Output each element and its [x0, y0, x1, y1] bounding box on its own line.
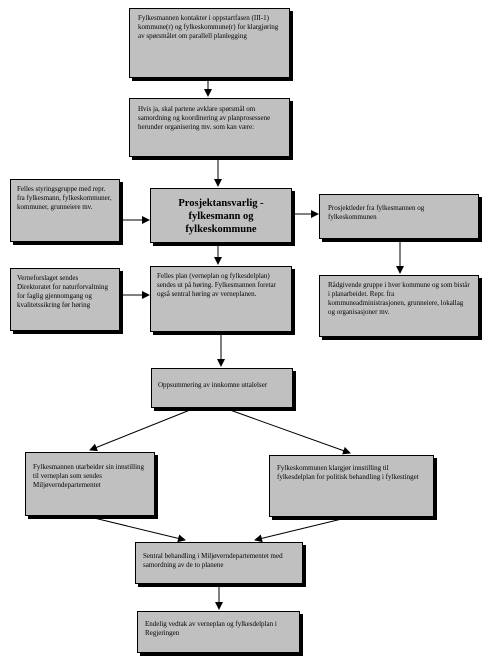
box-central: Sentral behandling i Miljøverndepartemen…: [135, 542, 303, 584]
box-projectleader-text: Prosjektleder fra fylkesmannen og fylkes…: [328, 204, 425, 221]
arrow-fm-to-central: [89, 516, 186, 543]
box-directorate: Verneforslaget sendes Direktoratet for n…: [10, 268, 120, 331]
box-final: Endelig vedtak av verneplan og fylkesdel…: [137, 611, 300, 653]
box-fm-recommend-text: Fylkesmannen utarbeider sin innstilling …: [33, 463, 145, 489]
box-responsible-text: Prosjektansvarlig - fylkesmann og fylkes…: [178, 198, 264, 235]
box-steering-text: Felles styringsgruppe med repr. fra fylk…: [17, 185, 112, 211]
box-clarify-text: Hvis ja, skal partene avklare spørsmål o…: [138, 105, 271, 131]
arrow-summary-to-fm: [89, 409, 191, 452]
box-directorate-text: Verneforslaget sendes Direktoratet for n…: [17, 274, 108, 309]
box-clarify: Hvis ja, skal partene avklare spørsmål o…: [129, 98, 290, 157]
arrow-summary-to-fk: [229, 409, 351, 455]
box-advisory: Rådgivende gruppe i hver kommune og som …: [319, 275, 479, 337]
box-projectleader: Prosjektleder fra fylkesmannen og fylkes…: [319, 194, 479, 239]
box-fk-recommend-text: Fylkeskommunen klargjør innstilling til …: [277, 464, 419, 481]
box-start-text: Fylkesmannen kontakter i oppstartfasen (…: [138, 14, 279, 40]
box-start: Fylkesmannen kontakter i oppstartfasen (…: [129, 8, 290, 78]
box-hearing: Felles plan (verneplan og fylkesdelplan)…: [150, 266, 292, 332]
box-summary: Oppsummering av innkomne uttalelser: [151, 368, 293, 408]
box-final-text: Endelig vedtak av verneplan og fylkesdel…: [145, 620, 277, 637]
box-central-text: Sentral behandling i Miljøverndepartemen…: [143, 552, 283, 569]
box-responsible: Prosjektansvarlig - fylkesmann og fylkes…: [150, 188, 292, 243]
box-fk-recommend: Fylkeskommunen klargjør innstilling til …: [269, 455, 434, 517]
box-advisory-text: Rådgivende gruppe i hver kommune og som …: [328, 281, 470, 316]
box-steering: Felles styringsgruppe med repr. fra fylk…: [10, 179, 120, 242]
box-hearing-text: Felles plan (verneplan og fylkesdelplan)…: [157, 272, 276, 298]
box-fm-recommend: Fylkesmannen utarbeider sin innstilling …: [25, 452, 155, 516]
arrow-fk-to-central: [254, 516, 351, 543]
box-summary-text: Oppsummering av innkomne uttalelser: [158, 381, 268, 389]
